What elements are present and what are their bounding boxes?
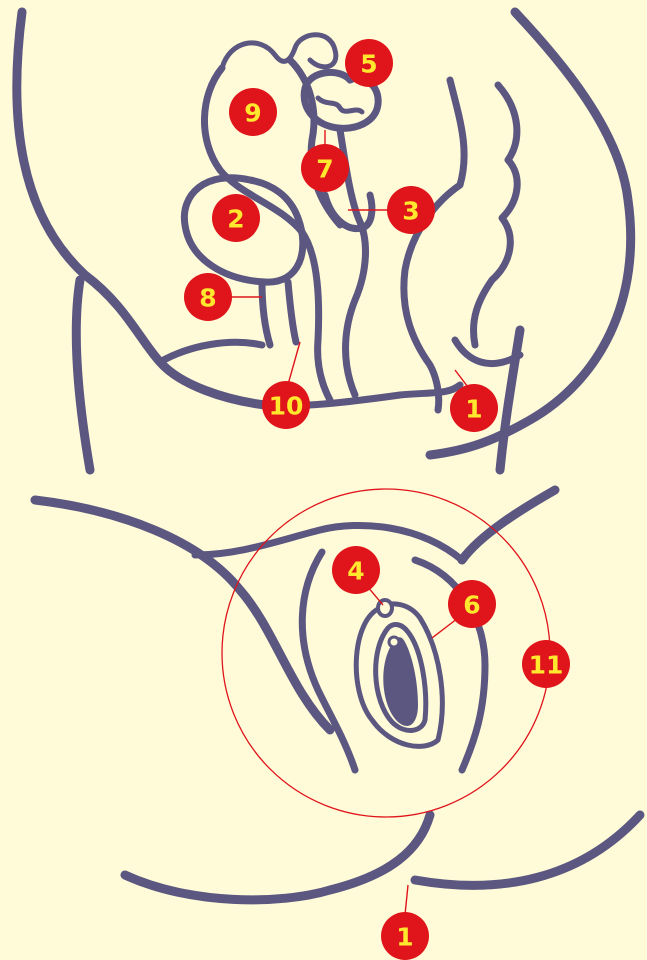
pubic-contour [160,342,262,362]
marker-1-bottom-label: 1 [396,923,413,952]
marker-8: 8 [184,273,232,321]
buttock-right [415,815,640,885]
marker-8-label: 8 [199,284,216,313]
fallopian-tube [222,35,336,68]
thigh-contour-left [76,280,90,470]
anal-canal [455,340,520,364]
sagittal-section [17,12,631,470]
marker-1-top-label: 1 [465,395,482,424]
marker-3-label: 3 [402,197,419,226]
marker-6: 6 [448,580,496,628]
rectum-folds [474,85,518,345]
vaginal-opening [383,637,418,726]
marker-1-top: 1 [450,384,498,432]
marker-7-label: 7 [316,155,333,184]
marker-4-label: 4 [347,557,364,586]
vaginal-wall [318,340,330,400]
marker-3: 3 [387,186,435,234]
rectum [404,80,464,410]
cervix [325,195,372,229]
marker-11-label: 11 [529,651,564,680]
buttock-left [125,815,430,900]
marker-9: 9 [229,88,277,136]
marker-9-label: 9 [244,99,261,128]
leader-10 [287,342,300,388]
marker-10-label: 10 [269,392,304,421]
leg-contour-left [35,500,330,730]
marker-11: 11 [522,640,570,688]
urethra-inner [288,282,296,342]
ovary-inner [318,98,362,112]
mons-contour [195,525,462,560]
leader-lines [210,130,474,915]
marker-10: 10 [262,381,310,429]
marker-5-label: 5 [360,50,377,79]
leg-contour-right [462,490,555,560]
urethra [262,282,270,345]
marker-2: 2 [212,194,260,242]
marker-5: 5 [345,39,393,87]
marker-2-label: 2 [227,205,244,234]
thigh-contour-right [500,330,520,470]
vulva-highlight-circle [222,489,550,817]
urethral-opening [389,637,399,647]
leader-1b [405,885,408,915]
marker-6-label: 6 [463,591,480,620]
marker-1-bottom: 1 [381,912,429,960]
marker-7: 7 [301,144,349,192]
marker-4: 4 [332,546,380,594]
external-view [35,489,640,900]
